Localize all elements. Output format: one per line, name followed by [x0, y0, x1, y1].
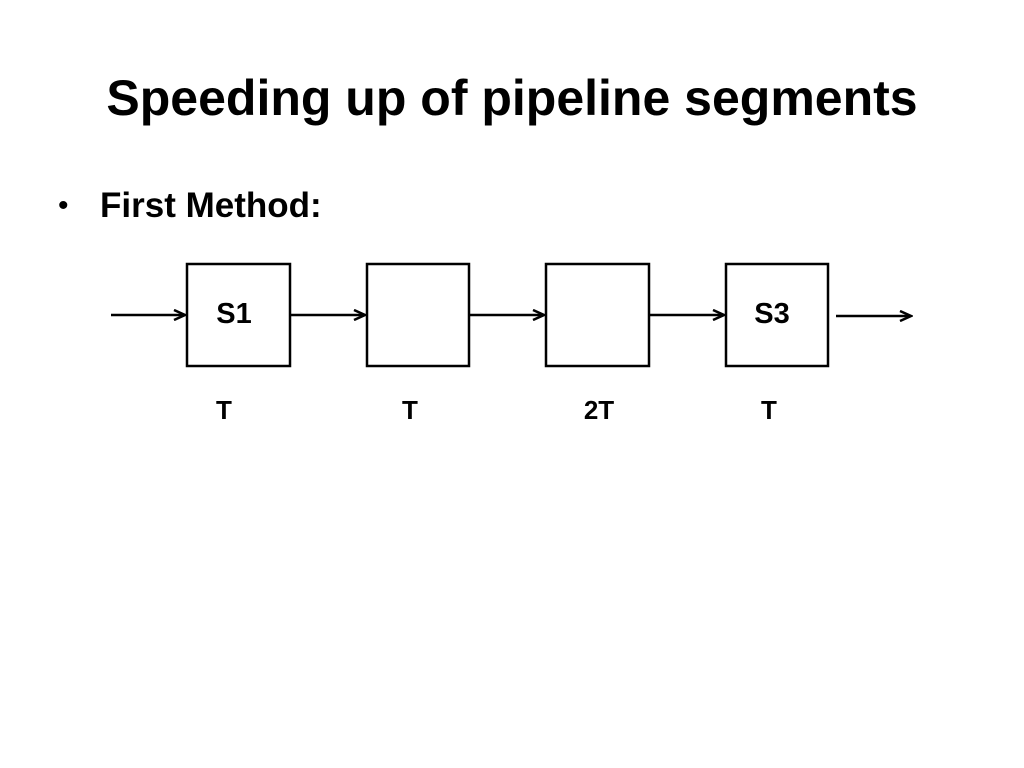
stage-label-4: S3 — [754, 298, 789, 330]
bullet-item-first-method: • First Method: — [58, 182, 322, 230]
stage-label-1: S1 — [216, 298, 251, 330]
slide-title: Speeding up of pipeline segments — [106, 70, 918, 126]
bullet-dot-icon: • — [58, 189, 69, 222]
stage-time-3: 2T — [584, 395, 614, 425]
stage-box-3 — [544, 262, 651, 368]
stage-time-2: T — [402, 395, 418, 425]
stage-box-2 — [365, 262, 471, 368]
stage-time-4: T — [761, 395, 777, 425]
stage-box-1 — [185, 262, 292, 368]
bullet-list: • First Method: — [58, 182, 322, 230]
bullet-text: First Method: — [100, 186, 322, 225]
stage-box-4 — [724, 262, 830, 368]
stage-time-1: T — [216, 395, 232, 425]
